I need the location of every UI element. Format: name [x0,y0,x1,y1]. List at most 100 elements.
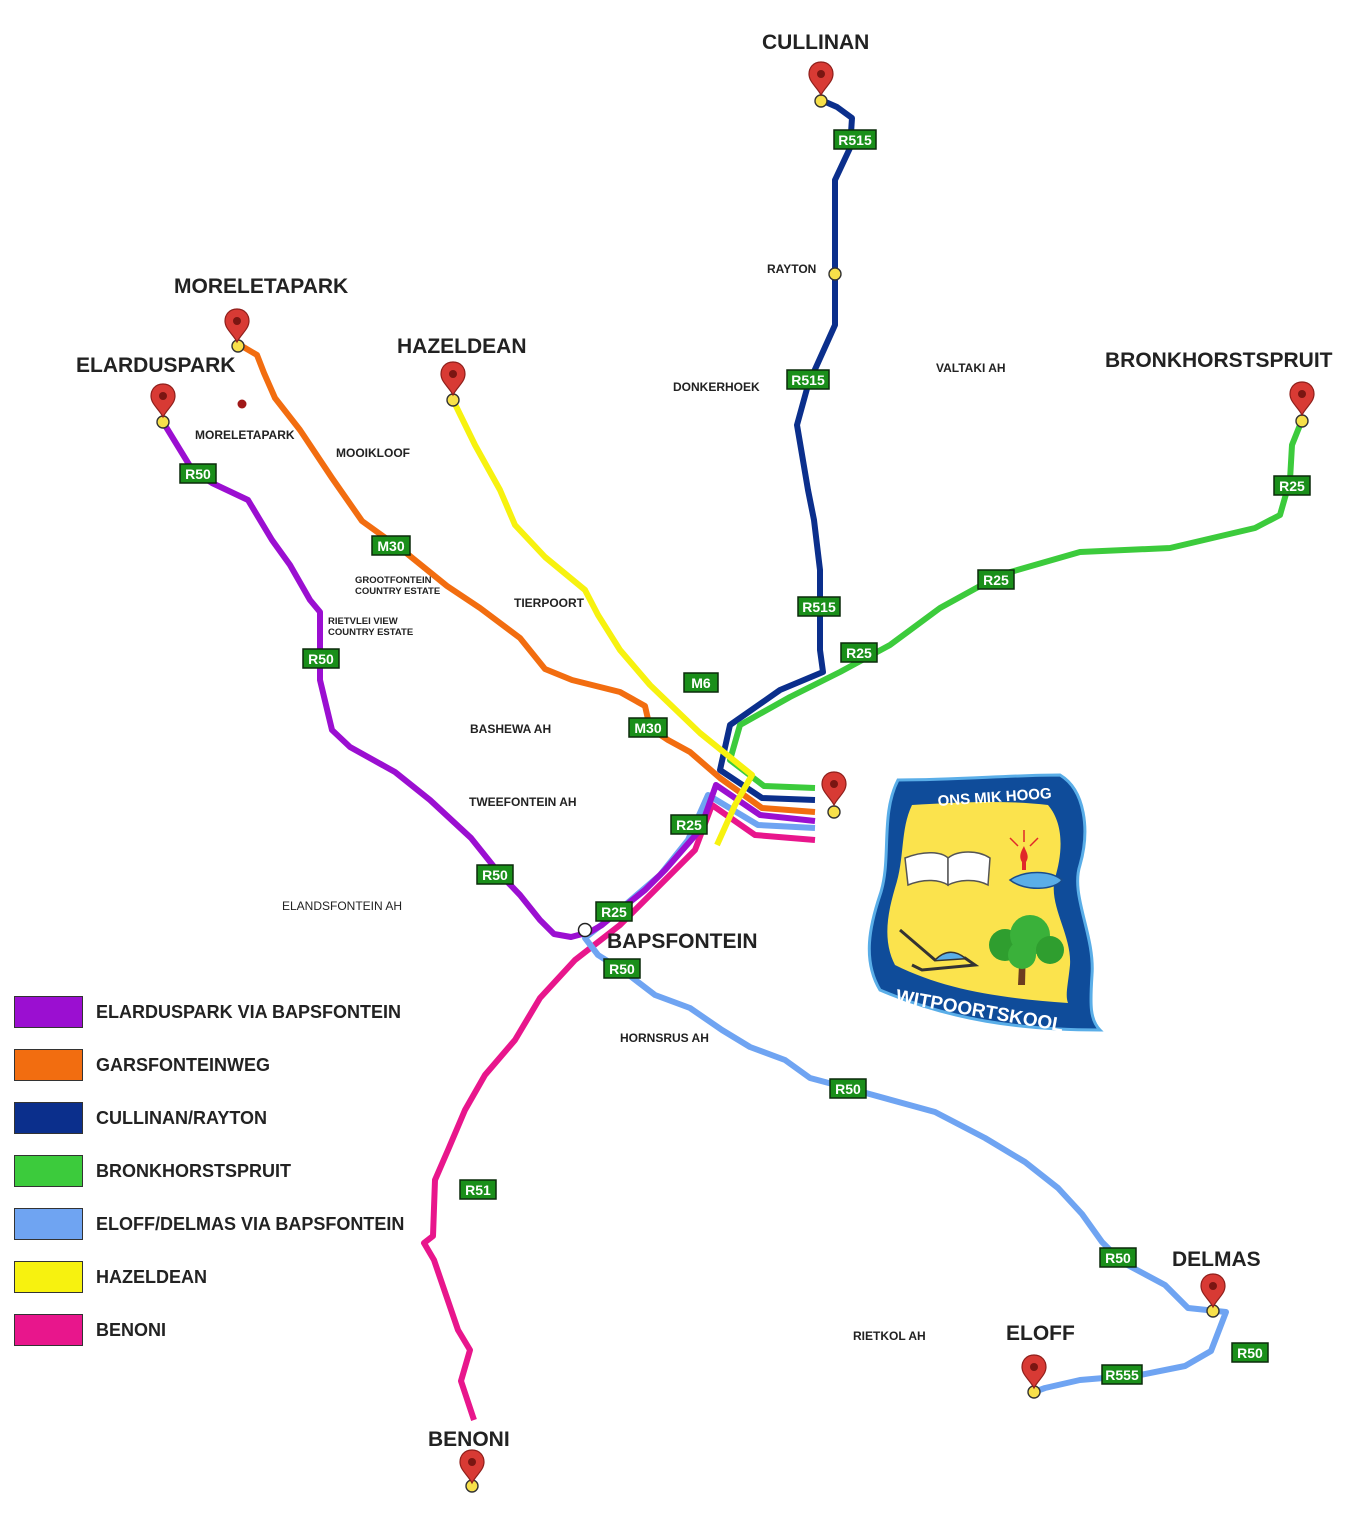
moreletapark-point [237,399,247,409]
route-bronkhorstspruit[interactable] [727,418,1305,791]
area-label-rayton: RAYTON [767,262,816,276]
area-label-tierpoort: TIERPOORT [514,596,585,610]
svg-text:R515: R515 [802,599,836,615]
road-shield-r25: R25 [670,814,708,835]
road-shield-r25: R25 [1273,475,1311,496]
svg-text:R25: R25 [846,645,872,661]
pin-eloff-icon[interactable] [1021,1354,1047,1390]
stop-moreletapark[interactable] [231,339,245,353]
pin-delmas-icon[interactable] [1200,1273,1226,1309]
legend-label: HAZELDEAN [96,1266,207,1287]
area-label-elandsfontein: ELANDSFONTEIN AH [282,899,402,913]
area-label-rietkol: RIETKOL AH [853,1329,926,1343]
area-label-hornsrus: HORNSRUS AH [620,1031,709,1045]
bapsfontein-junction [577,922,593,938]
pin-hazeldean-icon[interactable] [440,361,466,397]
road-shield-r50: R50 [829,1078,867,1099]
stop-rayton[interactable] [828,267,842,281]
route-cullinan-rayton[interactable] [717,97,855,803]
area-label-moreletapark: MORELETAPARK [195,428,295,442]
pin-bronkhorstspruit-icon[interactable] [1289,381,1315,417]
area-label-grootfontein-estate: COUNTRY ESTATE [355,586,440,597]
svg-text:R50: R50 [308,651,334,667]
road-shield-r50: R50 [179,463,217,484]
svg-text:R25: R25 [601,904,627,920]
svg-text:R25: R25 [1279,478,1305,494]
road-shield-r51: R51 [459,1179,497,1200]
svg-text:M30: M30 [377,538,404,554]
legend-item[interactable]: ELARDUSPARK VIA BAPSFONTEIN [14,994,404,1030]
road-shield-r515: R515 [797,596,841,617]
svg-text:R50: R50 [1105,1250,1131,1266]
route-hazeldean[interactable] [450,398,755,847]
road-shield-r50: R50 [476,864,514,885]
pin-elarduspark-icon[interactable] [150,383,176,419]
route-benoni[interactable] [421,802,816,1421]
town-label-benoni: BENONI [428,1428,510,1451]
area-label-mooikloof: MOOIKLOOF [336,446,410,460]
town-label-eloff: ELOFF [1006,1322,1075,1345]
area-label-tweefontein: TWEEFONTEIN AH [469,795,577,809]
area-labels: RAYTON DONKERHOEK VALTAKI AH MORELETAPAR… [195,262,1006,1343]
area-label-bashewa: BASHEWA AH [470,722,551,736]
road-shield-r25: R25 [595,901,633,922]
pin-benoni-icon[interactable] [459,1449,485,1485]
legend-swatch [14,1261,83,1293]
pins [150,61,1315,1485]
road-shield-r515: R515 [833,129,877,150]
legend-item[interactable]: GARSFONTEINWEG [14,1047,404,1083]
plough-icon [899,928,980,972]
svg-text:R50: R50 [835,1081,861,1097]
town-label-moreletapark: MORELETAPARK [174,275,348,298]
road-shields: R515 R515 R515 R25 R25 R25 R25 R25 R50 R… [179,129,1311,1385]
town-label-bronkhorstspruit: BRONKHORSTSPRUIT [1105,349,1333,372]
legend-swatch [14,1102,83,1134]
stop-bronkhorstspruit[interactable] [1295,414,1309,428]
legend-label: ELARDUSPARK VIA BAPSFONTEIN [96,1001,402,1022]
road-shield-r515: R515 [786,369,830,390]
svg-text:R50: R50 [1237,1345,1263,1361]
pin-school-icon[interactable] [821,771,847,807]
area-label-rietvlei-estate: COUNTRY ESTATE [328,627,413,638]
legend-label: ELOFF/DELMAS VIA BAPSFONTEIN [96,1213,405,1234]
route-elarduspark[interactable] [160,420,816,940]
stop-cullinan[interactable] [814,94,828,108]
legend-item[interactable]: HAZELDEAN [14,1259,404,1295]
legend-item[interactable]: BRONKHORSTSPRUIT [14,1153,404,1189]
town-label-cullinan: CULLINAN [762,31,869,54]
legend-item[interactable]: CULLINAN/RAYTON [14,1100,404,1136]
school-logo: ONS MIK HOOG WITPOORTSKOOL [867,773,1104,1037]
pin-cullinan-icon[interactable] [808,61,834,97]
road-shield-r50: R50 [1099,1247,1137,1268]
road-shield-r25: R25 [840,642,878,663]
legend-item[interactable]: ELOFF/DELMAS VIA BAPSFONTEIN [14,1206,404,1242]
legend-swatch [14,996,83,1028]
area-label-rietvlei: RIETVLEI VIEW [328,616,398,627]
area-label-grootfontein: GROOTFONTEIN [355,575,432,586]
legend-item[interactable]: BENONI [14,1312,404,1348]
stop-school[interactable] [827,805,841,819]
svg-text:R50: R50 [482,867,508,883]
book-icon [904,851,991,887]
svg-text:R515: R515 [791,372,825,388]
legend-swatch [14,1208,83,1240]
logo-inner-shield [887,801,1071,1003]
town-label-delmas: DELMAS [1172,1248,1261,1271]
route-garsfonteinweg[interactable] [238,342,816,815]
area-label-valtaki: VALTAKI AH [936,361,1006,375]
pin-moreletapark-icon[interactable] [224,308,250,344]
legend-swatch [14,1049,83,1081]
town-labels: CULLINAN MORELETAPARK HAZELDEAN ELARDUSP… [76,31,1333,1451]
svg-text:R50: R50 [185,466,211,482]
road-shield-r25: R25 [977,569,1015,590]
road-shield-m6: M6 [683,672,719,693]
lamp-icon [1008,830,1064,889]
road-shield-r50: R50 [302,648,340,669]
town-label-elarduspark: ELARDUSPARK [76,354,235,377]
road-shield-r555: R555 [1101,1364,1143,1385]
svg-text:R555: R555 [1105,1367,1139,1383]
town-label-bapsfontein: BAPSFONTEIN [607,930,758,953]
area-label-donkerhoek: DONKERHOEK [673,380,760,394]
